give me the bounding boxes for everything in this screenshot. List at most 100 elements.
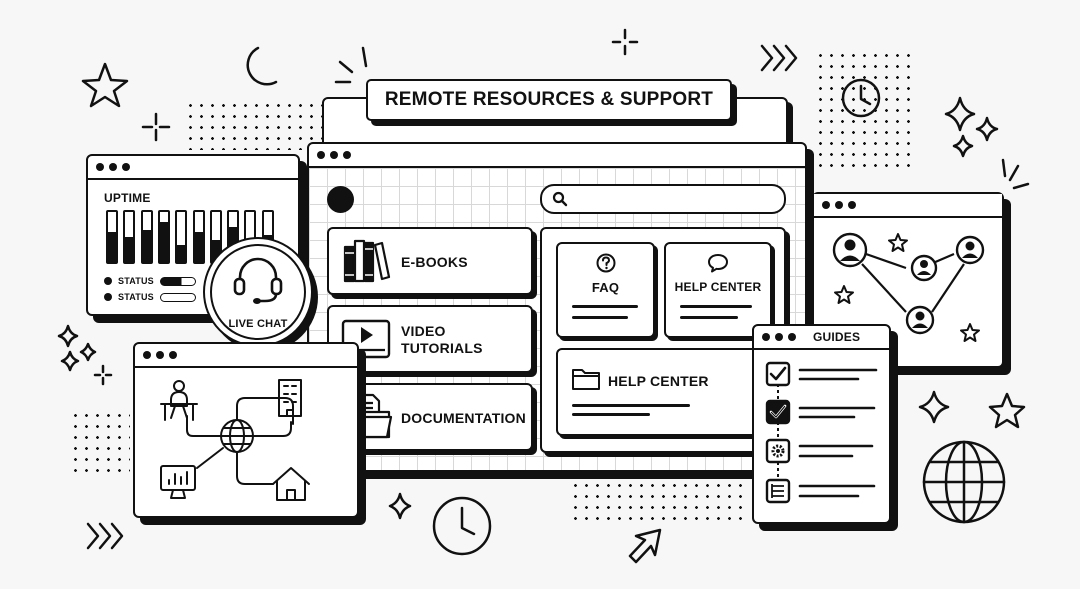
- sparkle-icon: [918, 390, 950, 424]
- home-icon: [272, 467, 310, 501]
- clock-icon: [432, 496, 492, 556]
- resource-label: DOCUMENTATION: [401, 410, 526, 426]
- uptime-title: UPTIME: [104, 191, 151, 205]
- window-control-dot[interactable]: [156, 351, 164, 359]
- window-control-dot[interactable]: [775, 333, 783, 341]
- guides-window: GUIDES: [752, 324, 891, 524]
- resource-card-documentation[interactable]: DOCUMENTATION: [327, 383, 533, 451]
- status-label: STATUS: [118, 292, 154, 302]
- window-control-dot[interactable]: [762, 333, 770, 341]
- dot-pattern: [70, 410, 130, 480]
- status-label: STATUS: [118, 276, 154, 286]
- guides-title: GUIDES: [813, 330, 861, 344]
- guides-checklist: [765, 361, 878, 504]
- status-toggle[interactable]: [160, 277, 196, 286]
- sparkle-icon: [79, 342, 97, 362]
- uptime-bar-fill: [194, 232, 203, 262]
- window-titlebar: GUIDES: [754, 326, 889, 350]
- monitor-chart-icon: [160, 465, 196, 491]
- cursor-arrow-icon: [628, 528, 662, 564]
- user-avatar-icon: [910, 254, 938, 282]
- uptime-bar-fill: [177, 244, 186, 262]
- uptime-bar-fill: [125, 237, 134, 262]
- window-titlebar: [88, 156, 298, 180]
- person-at-desk-icon: [173, 380, 185, 392]
- status-toggle[interactable]: [160, 293, 196, 302]
- uptime-bar: [192, 210, 205, 264]
- help-center-label: HELP CENTER: [608, 373, 709, 389]
- user-network-diagram: [832, 232, 985, 342]
- star-icon: [888, 233, 908, 252]
- star-icon: [81, 62, 129, 108]
- star-icon: [988, 392, 1026, 429]
- gear-icon: [765, 438, 791, 464]
- window-titlebar: [309, 144, 805, 168]
- logo-circle-icon: [327, 186, 354, 213]
- window-control-dot[interactable]: [343, 151, 351, 159]
- window-titlebar: [135, 344, 357, 368]
- user-avatar-icon: [955, 235, 985, 265]
- window-control-dot[interactable]: [848, 201, 856, 209]
- dot-pattern: [570, 480, 745, 520]
- clock-icon: [841, 78, 881, 118]
- remote-network-diagram: [160, 379, 310, 501]
- status-dot: [104, 293, 112, 301]
- sparkle-icon: [141, 112, 171, 142]
- help-center-folder-card[interactable]: HELP CENTER: [556, 348, 770, 436]
- uptime-bar-fill: [211, 239, 220, 262]
- resource-label: E-BOOKS: [401, 254, 468, 270]
- dot-pattern: [185, 100, 335, 150]
- window-control-dot[interactable]: [788, 333, 796, 341]
- sparkle-icon: [60, 350, 80, 372]
- live-chat-label: LIVE CHAT: [228, 318, 288, 330]
- window-control-dot[interactable]: [317, 151, 325, 159]
- sparkle-icon: [975, 116, 999, 142]
- uptime-bar: [140, 210, 153, 264]
- uptime-bar: [175, 210, 188, 264]
- help-center-card[interactable]: HELP CENTER: [664, 242, 772, 338]
- window-control-dot[interactable]: [330, 151, 338, 159]
- window-control-dot[interactable]: [109, 163, 117, 171]
- banner-title-box: REMOTE RESOURCES & SUPPORT: [366, 79, 732, 121]
- question-mark-icon: [596, 253, 616, 273]
- uptime-bar-fill: [142, 229, 151, 262]
- chevrons-icon: [760, 44, 798, 72]
- window-control-dot[interactable]: [169, 351, 177, 359]
- network-window: [133, 342, 359, 518]
- sparkle-icon: [944, 96, 976, 132]
- window-control-dot[interactable]: [822, 201, 830, 209]
- faq-card[interactable]: FAQ: [556, 242, 655, 338]
- window-control-dot[interactable]: [122, 163, 130, 171]
- search-input[interactable]: [572, 188, 776, 208]
- sparkle-icon: [952, 134, 974, 158]
- user-avatar-icon: [905, 305, 935, 335]
- page-title: REMOTE RESOURCES & SUPPORT: [384, 89, 714, 110]
- live-chat-button[interactable]: LIVE CHAT: [203, 237, 313, 347]
- uptime-bar-fill: [108, 232, 116, 262]
- sparkle-icon: [388, 492, 412, 520]
- sparkle-icon: [611, 28, 639, 56]
- dot-pattern: [815, 50, 915, 175]
- star-icon: [960, 323, 980, 342]
- checkbox-checked-icon: [765, 361, 791, 387]
- resource-card-ebooks[interactable]: E-BOOKS: [327, 227, 533, 295]
- headset-icon: [233, 257, 283, 304]
- document-list-icon: [765, 478, 791, 504]
- window-control-dot[interactable]: [835, 201, 843, 209]
- folder-icon: [572, 369, 600, 390]
- building-icon: [278, 379, 302, 417]
- window-control-dot[interactable]: [143, 351, 151, 359]
- sparkle-icon: [57, 324, 79, 348]
- sparkle-icon: [93, 364, 113, 386]
- window-control-dot[interactable]: [96, 163, 104, 171]
- faq-label: FAQ: [591, 280, 620, 295]
- books-icon: [343, 239, 391, 283]
- moon-icon: [246, 46, 278, 86]
- help-center-label: HELP CENTER: [674, 280, 762, 294]
- checkbox-checked-icon: [765, 399, 791, 425]
- star-icon: [834, 285, 854, 304]
- uptime-bar: [106, 210, 118, 264]
- search-bar[interactable]: [540, 184, 786, 214]
- uptime-bar: [157, 210, 170, 264]
